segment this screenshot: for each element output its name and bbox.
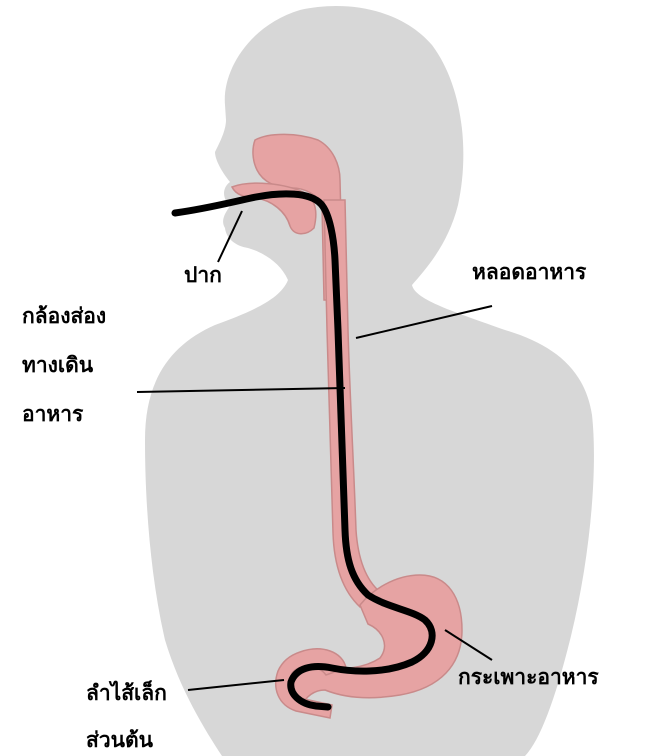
label-mouth: ปาก xyxy=(184,265,222,286)
label-stomach: กระเพาะอาหาร xyxy=(458,667,599,688)
label-endoscope-line2: ทางเดิน xyxy=(22,355,93,376)
label-esophagus: หลอดอาหาร xyxy=(472,262,586,283)
body-silhouette xyxy=(145,6,594,756)
label-duodenum-line1: ลำไส้เล็ก xyxy=(86,683,167,704)
label-duodenum-line2: ส่วนต้น xyxy=(86,730,153,751)
label-endoscope-line3: อาหาร xyxy=(22,404,83,425)
label-endoscope-line1: กล้องส่อง xyxy=(22,306,106,327)
